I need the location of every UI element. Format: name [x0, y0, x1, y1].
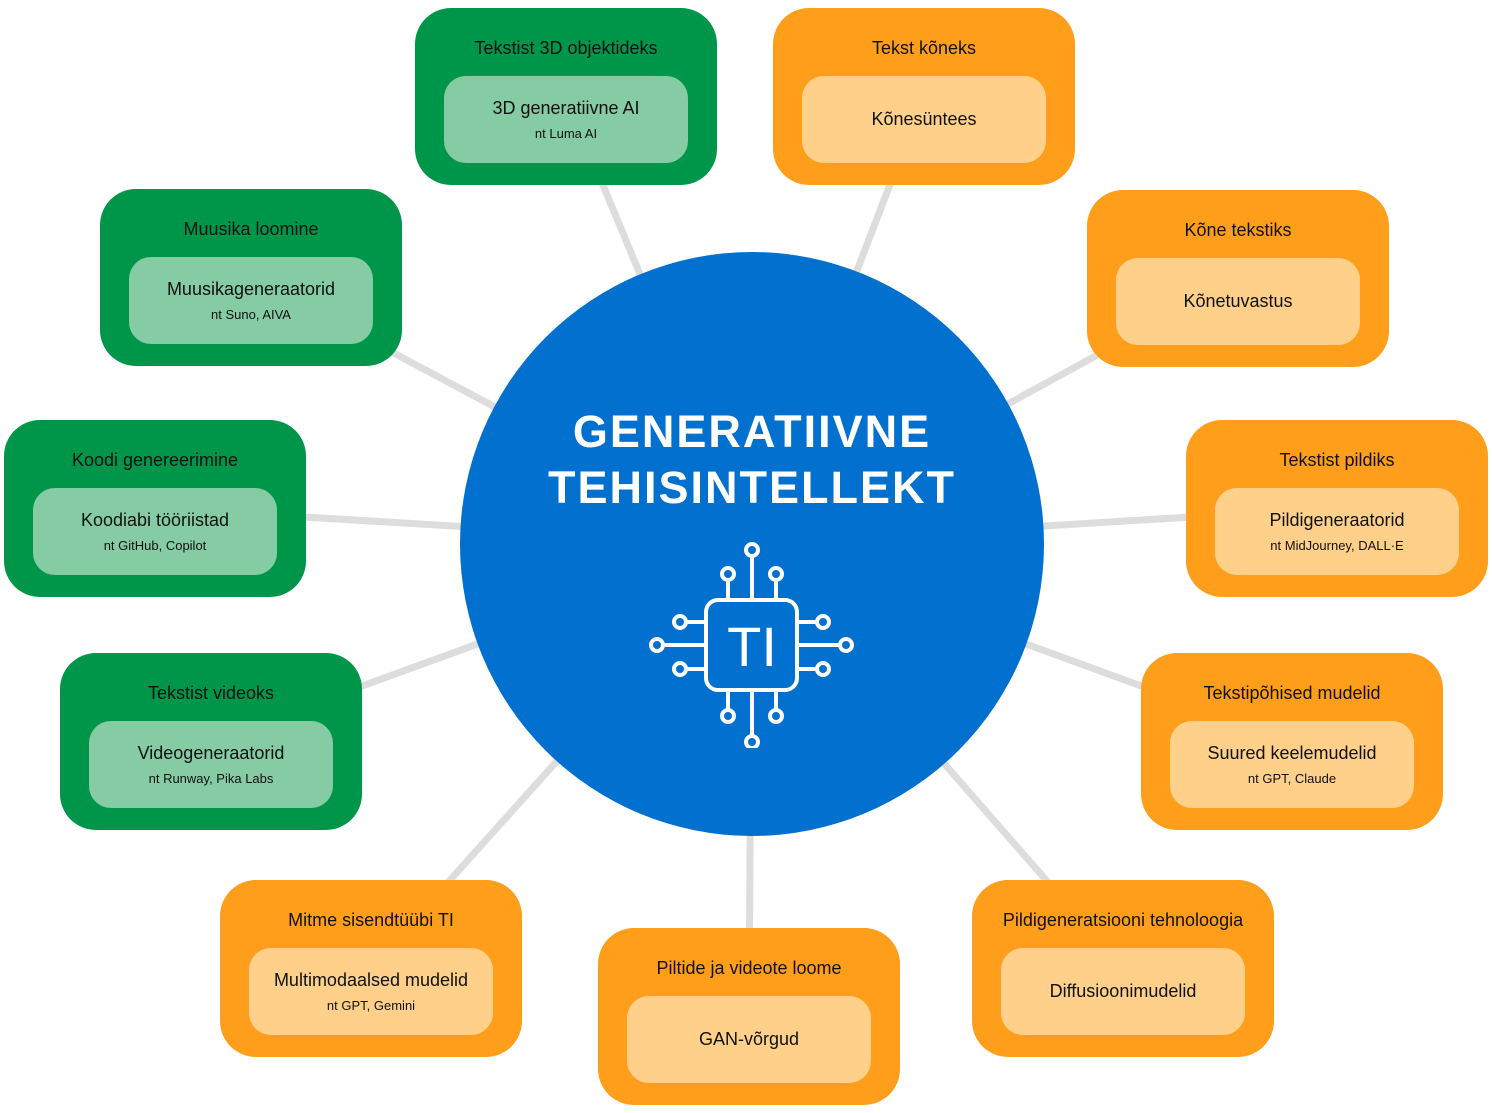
- node-main-label: Suured keelemudelid: [1207, 743, 1377, 763]
- node-example: nt Suno, AIVA: [211, 307, 291, 322]
- node-detail: Koodiabi tööriistad nt GitHub, Copilot: [33, 488, 277, 575]
- node-detail: Videogeneraatorid nt Runway, Pika Labs: [89, 721, 333, 808]
- node-detail: Kõnetuvastus: [1116, 258, 1360, 345]
- node-main-label: Koodiabi tööriistad: [80, 510, 230, 530]
- category-node: Kõne tekstiks Kõnetuvastus: [1087, 190, 1389, 367]
- node-detail: Diffusioonimudelid: [1001, 948, 1245, 1035]
- node-main-label: Kõnesüntees: [871, 109, 977, 129]
- node-detail: 3D generatiivne AI nt Luma AI: [444, 76, 688, 163]
- node-detail: GAN-võrgud: [627, 996, 871, 1083]
- node-detail: Muusikageneraatorid nt Suno, AIVA: [129, 257, 373, 344]
- ai-chip-icon: TI: [649, 542, 854, 748]
- category-node: Tekstipõhised mudelid Suured keelemudeli…: [1141, 653, 1443, 830]
- node-main-label: GAN-võrgud: [698, 1029, 800, 1049]
- node-detail: Pildigeneraatorid nt MidJourney, DALL·E: [1215, 488, 1459, 575]
- node-example: nt GitHub, Copilot: [103, 538, 207, 553]
- node-main-label: Pildigeneraatorid: [1269, 510, 1405, 530]
- hub-title-line1: GENERATIIVNE: [572, 406, 932, 457]
- node-detail: Kõnesüntees: [802, 76, 1046, 163]
- node-example: nt Luma AI: [534, 126, 598, 141]
- node-title: Tekst kõneks: [871, 38, 977, 58]
- category-node: Tekstist 3D objektideks 3D generatiivne …: [415, 8, 717, 185]
- node-title: Tekstist pildiks: [1279, 450, 1395, 470]
- central-hub: GENERATIIVNE TEHISINTELLEKT TI: [460, 252, 1044, 836]
- node-title: Kõne tekstiks: [1184, 220, 1292, 240]
- node-main-label: Diffusioonimudelid: [1049, 981, 1197, 1001]
- node-title: Koodi genereerimine: [71, 450, 239, 470]
- node-title: Pildigeneratsiooni tehnoloogia: [1002, 910, 1244, 930]
- node-main-label: Multimodaalsed mudelid: [273, 970, 469, 990]
- node-detail: Suured keelemudelid nt GPT, Claude: [1170, 721, 1414, 808]
- category-node: Pildigeneratsiooni tehnoloogia Diffusioo…: [972, 880, 1274, 1057]
- category-node: Tekstist pildiks Pildigeneraatorid nt Mi…: [1186, 420, 1488, 597]
- category-node: Mitme sisendtüübi TI Multimodaalsed mude…: [220, 880, 522, 1057]
- node-main-label: Videogeneraatorid: [137, 743, 285, 763]
- node-title: Tekstist videoks: [147, 683, 275, 703]
- category-node: Muusika loomine Muusikageneraatorid nt S…: [100, 189, 402, 366]
- chip-label: TI: [727, 615, 777, 678]
- node-example: nt GPT, Claude: [1247, 771, 1337, 786]
- node-example: nt GPT, Gemini: [326, 998, 416, 1013]
- node-example: nt Runway, Pika Labs: [148, 771, 274, 786]
- category-node: Koodi genereerimine Koodiabi tööriistad …: [4, 420, 306, 597]
- category-node: Tekst kõneks Kõnesüntees: [773, 8, 1075, 185]
- node-title: Tekstist 3D objektideks: [474, 38, 658, 58]
- node-title: Piltide ja videote loome: [656, 958, 842, 978]
- category-node: Piltide ja videote loome GAN-võrgud: [598, 928, 900, 1105]
- node-title: Muusika loomine: [183, 219, 319, 239]
- node-detail: Multimodaalsed mudelid nt GPT, Gemini: [249, 948, 493, 1035]
- node-main-label: 3D generatiivne AI: [492, 98, 640, 118]
- node-title: Tekstipõhised mudelid: [1203, 683, 1381, 703]
- node-example: nt MidJourney, DALL·E: [1270, 538, 1404, 553]
- hub-title-line2: TEHISINTELLEKT: [548, 462, 956, 513]
- hub-title: GENERATIIVNE TEHISINTELLEKT: [460, 404, 1044, 516]
- node-main-label: Muusikageneraatorid: [166, 279, 336, 299]
- category-node: Tekstist videoks Videogeneraatorid nt Ru…: [60, 653, 362, 830]
- node-title: Mitme sisendtüübi TI: [288, 910, 454, 930]
- node-main-label: Kõnetuvastus: [1183, 291, 1293, 311]
